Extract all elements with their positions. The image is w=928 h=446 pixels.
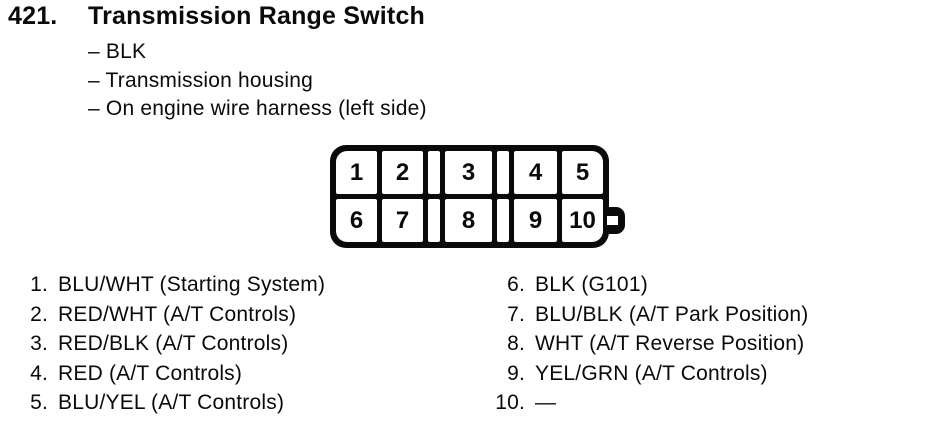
connector-pin-cell-10: 10 — [562, 199, 603, 242]
connector-pin-cell-9: 9 — [514, 199, 557, 242]
connector-pin-cell-7: 7 — [382, 199, 423, 242]
connector-diagram: 1 2 3 4 5 6 7 8 9 10 — [330, 145, 625, 248]
item-number: 421. — [8, 2, 58, 30]
pin-number: 10. — [495, 391, 525, 415]
page-heading: 421. Transmission Range Switch — [8, 2, 425, 31]
pin-label: RED/BLK (A/T Controls) — [58, 332, 289, 356]
connector-pin-cell-6: 6 — [336, 199, 377, 242]
pin-number: 9. — [507, 361, 525, 385]
attribute-line: – On engine wire harness (left side) — [88, 97, 427, 120]
connector-pin-cell-5: 5 — [562, 151, 603, 194]
pin-row: 3. RED/BLK (A/T Controls) — [8, 332, 325, 362]
pin-number: 5. — [30, 391, 48, 415]
pin-row: 2. RED/WHT (A/T Controls) — [8, 303, 325, 333]
pin-row: 10. — — [468, 391, 808, 421]
pin-row: 7. BLU/BLK (A/T Park Position) — [468, 303, 808, 333]
pin-number: 6. — [507, 273, 525, 296]
pin-label: WHT (A/T Reverse Position) — [535, 332, 805, 356]
pin-label: BLU/BLK (A/T Park Position) — [535, 302, 809, 326]
pin-label: — — [535, 391, 557, 415]
pin-row: 1. BLU/WHT (Starting System) — [8, 273, 325, 303]
connector-pin-cell-1: 1 — [336, 151, 377, 194]
pin-label: BLU/YEL (A/T Controls) — [58, 391, 285, 415]
pin-row: 9. YEL/GRN (A/T Controls) — [468, 362, 808, 392]
pin-number: 7. — [507, 302, 525, 326]
keying-slot — [497, 199, 509, 242]
pin-number: 1. — [30, 273, 48, 296]
connector-pin-cell-4: 4 — [514, 151, 557, 194]
connector-pin-cell-8: 8 — [445, 199, 492, 242]
pin-number: 2. — [30, 302, 48, 326]
pin-number: 4. — [30, 361, 48, 385]
pin-label: BLU/WHT (Starting System) — [58, 273, 326, 296]
attribute-line: – BLK — [88, 40, 147, 63]
attribute-list: – BLK – Transmission housing – On engine… — [88, 38, 427, 124]
pin-number: 8. — [507, 332, 525, 356]
pin-row: 8. WHT (A/T Reverse Position) — [468, 332, 808, 362]
connector-pin-cell-2: 2 — [382, 151, 423, 194]
keying-slot — [428, 199, 440, 242]
pin-label: BLK (G101) — [535, 273, 648, 296]
pin-list-left: 1. BLU/WHT (Starting System) 2. RED/WHT … — [8, 273, 325, 421]
pin-row: 5. BLU/YEL (A/T Controls) — [8, 391, 325, 421]
pin-label: RED/WHT (A/T Controls) — [58, 302, 297, 326]
connector-lock-tab — [607, 207, 625, 234]
page-title: Transmission Range Switch — [88, 2, 426, 30]
pin-label: RED (A/T Controls) — [58, 361, 243, 385]
pin-label: YEL/GRN (A/T Controls) — [535, 361, 768, 385]
pin-row: 4. RED (A/T Controls) — [8, 362, 325, 392]
keying-slot — [428, 151, 440, 194]
pin-number: 3. — [30, 332, 48, 356]
attribute-line: – Transmission housing — [88, 68, 314, 92]
connector-pin-cell-3: 3 — [445, 151, 492, 194]
keying-slot — [497, 151, 509, 194]
pin-list-right: 6. BLK (G101) 7. BLU/BLK (A/T Park Posit… — [468, 273, 808, 421]
pin-row: 6. BLK (G101) — [468, 273, 808, 303]
